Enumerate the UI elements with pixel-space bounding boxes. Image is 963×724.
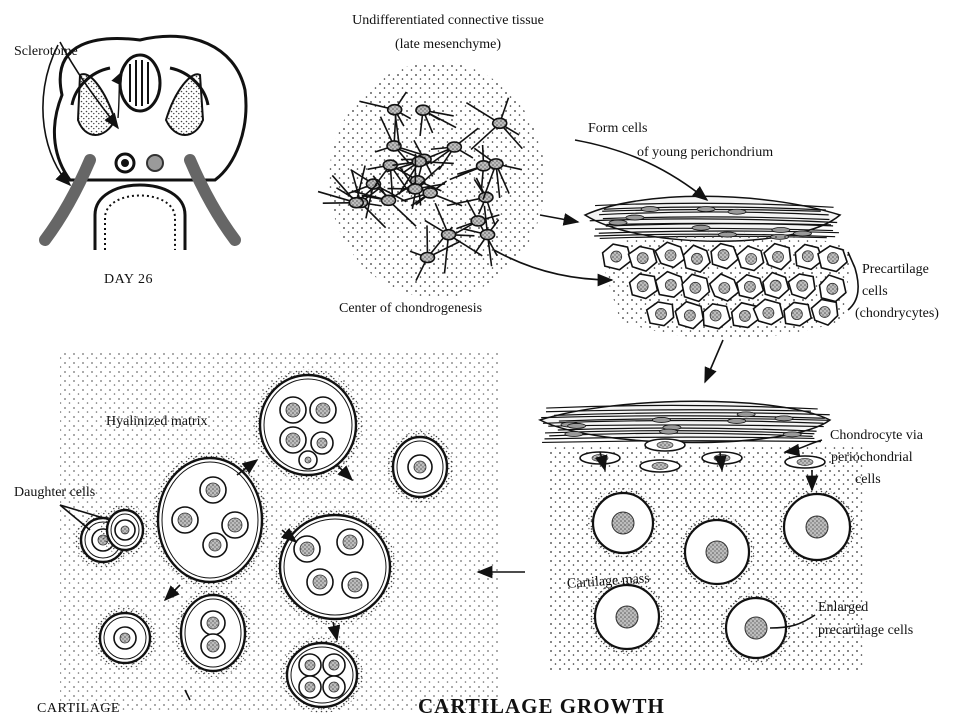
cartilage-lacuna xyxy=(274,509,396,625)
gut-arch xyxy=(95,185,185,250)
enlarged-precartilage-cell xyxy=(590,580,664,654)
chondrocyte xyxy=(280,397,306,423)
fibroblast-nucleus xyxy=(626,215,644,220)
chondrocyte xyxy=(337,529,363,555)
chondrocyte-label-line3: cells xyxy=(855,472,881,488)
fibroblast-nucleus xyxy=(568,423,586,428)
aorta xyxy=(147,155,163,171)
embryo-cross-section xyxy=(43,36,246,250)
chondrocyte xyxy=(299,676,321,698)
chondrocyte xyxy=(203,533,227,557)
chondrocyte xyxy=(201,634,225,658)
cartilage-label: CARTILAGE xyxy=(37,701,120,717)
fibroblast-nucleus xyxy=(793,231,811,236)
mesenchyme-cluster xyxy=(318,62,545,298)
fibroblast-nucleus xyxy=(775,416,793,421)
precartilage-cell-mass xyxy=(600,233,850,339)
cartilage-lacuna xyxy=(94,607,156,669)
chondrocyte xyxy=(323,676,345,698)
chondrocyte xyxy=(342,572,368,598)
mesenchyme-label-line2: (late mesenchyme) xyxy=(318,37,578,53)
fibroblast-nucleus xyxy=(737,412,755,417)
spindle-chondrocyte xyxy=(785,456,825,468)
fibroblast-nucleus xyxy=(660,429,678,434)
chondrocyte xyxy=(222,512,248,538)
chondrocyte xyxy=(408,455,432,479)
chondrocyte-label-line1: Chondrocyte via xyxy=(830,428,923,444)
spindle-chondrocyte xyxy=(640,460,680,472)
mesenchyme-label-line1: Undifferentiated connective tissue xyxy=(318,13,578,29)
fibroblast-nucleus xyxy=(565,432,583,437)
day-label: DAY 26 xyxy=(104,272,153,288)
chondrocyte xyxy=(299,451,317,469)
sclerotome-label: Sclerotome xyxy=(14,44,78,60)
chondrocyte xyxy=(115,520,135,540)
cartilage-lacuna xyxy=(152,452,268,588)
chondrocyte xyxy=(294,536,320,562)
chondrocyte xyxy=(307,569,333,595)
spindle-chondrocyte xyxy=(645,439,685,451)
enlarged-label-line2: precartilage cells xyxy=(818,623,913,639)
cartilage-lacuna xyxy=(387,431,453,503)
enlarged-precartilage-cell xyxy=(588,488,658,558)
chondrocyte xyxy=(114,627,136,649)
enlarged-precartilage-cell xyxy=(779,489,855,565)
fibroblast-nucleus xyxy=(692,225,710,230)
chondrocyte xyxy=(172,507,198,533)
spindle-chondrocyte xyxy=(702,452,742,464)
enlarged-label-line1: Enlarged xyxy=(818,600,868,616)
cartilage-lacuna xyxy=(281,637,363,713)
chondrocyte-label-line2: periochondrial xyxy=(831,450,913,466)
chondrocyte xyxy=(323,654,345,676)
chondrocyte xyxy=(310,397,336,423)
chondrocyte xyxy=(299,654,321,676)
fibroblast-nucleus xyxy=(772,228,790,233)
chondrocyte xyxy=(280,427,306,453)
fibroblast-nucleus xyxy=(728,418,746,423)
form-cells-label-line1: Form cells xyxy=(588,121,648,137)
fibroblast-nucleus xyxy=(609,220,627,225)
precartilage-label-line3: (chondrycytes) xyxy=(855,306,939,322)
fibroblast-nucleus xyxy=(697,207,715,212)
fibroblast-nucleus xyxy=(728,209,746,214)
center-of-chondrogenesis-label: Center of chondrogenesis xyxy=(339,301,482,317)
enlarged-precartilage-cell xyxy=(680,515,754,589)
cartilage-lacuna xyxy=(175,589,251,677)
diagram-title: CARTILAGE GROWTH xyxy=(418,698,665,714)
precartilage-label-line1: Precartilage xyxy=(862,262,929,278)
chondrocyte xyxy=(200,477,226,503)
cartilage-lacuna xyxy=(254,369,362,481)
hyalinized-matrix-label: Hyalinized matrix xyxy=(106,414,207,430)
cartilage-lacuna xyxy=(101,504,149,556)
cartilage-matrix xyxy=(60,350,500,713)
daughter-cells-label: Daughter cells xyxy=(14,485,95,501)
form-cells-label-line2: of young perichondrium xyxy=(637,145,773,161)
fibroblast-nucleus xyxy=(641,207,659,212)
chondrocyte xyxy=(311,432,333,454)
neural-tube xyxy=(120,55,160,111)
chondrocyte xyxy=(201,611,225,635)
precartilage-label-line2: cells xyxy=(862,284,888,300)
fibroblast-nucleus xyxy=(783,432,801,437)
fibroblast-nucleus xyxy=(652,417,670,422)
